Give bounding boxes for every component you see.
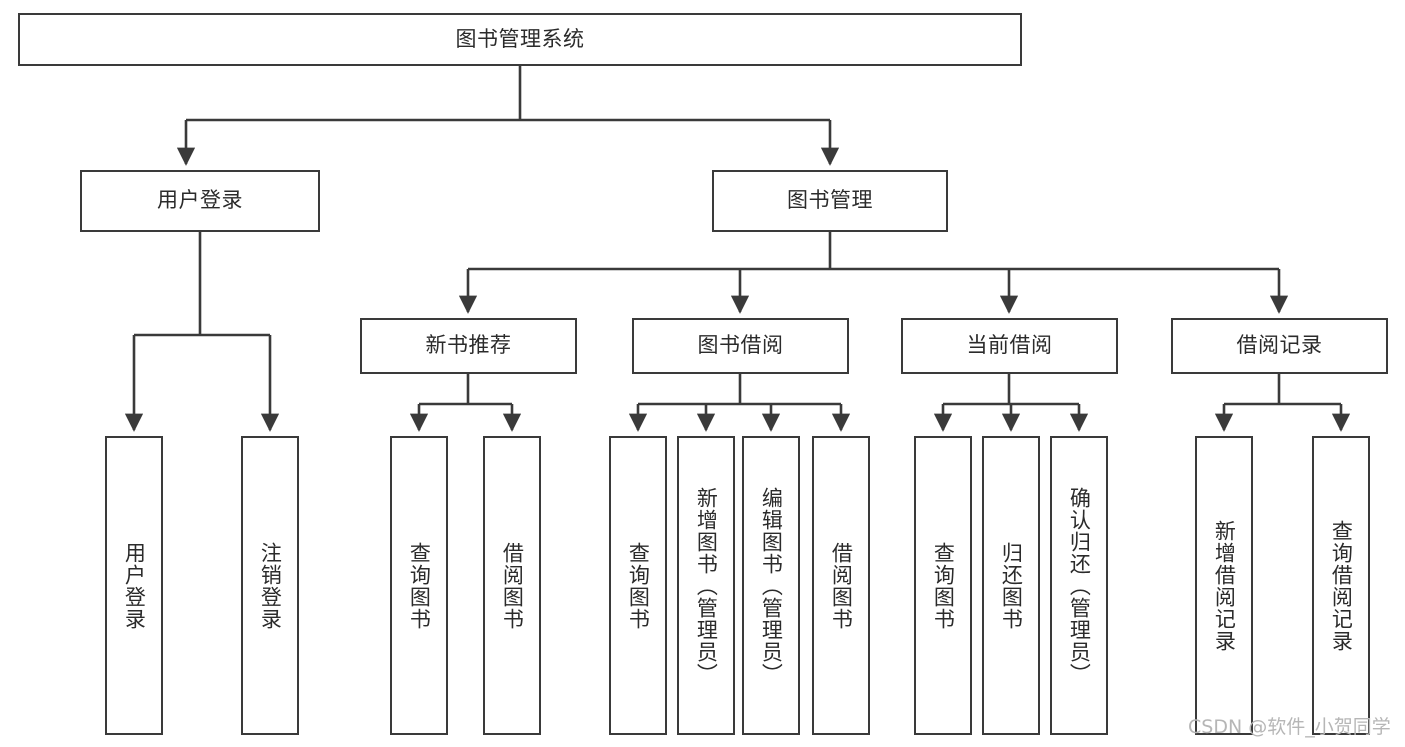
node-user-login-label: 用户登录 [157,188,243,213]
node-new-book-rec[interactable]: 新书推荐 [360,318,577,374]
node-book-borrow-label: 图书借阅 [697,333,784,358]
node-new-book-rec-label: 新书推荐 [425,333,512,358]
node-root[interactable]: 图书管理系统 [18,13,1022,66]
leaf-return-book-label: 归还图书 [999,541,1024,630]
leaf-confirm-return[interactable]: 确认归还（管理员） [1050,436,1108,735]
leaf-borrow-book-1-label: 借阅图书 [500,541,525,630]
watermark: CSDN @软件_小贺同学 [1188,716,1391,738]
node-borrow-record[interactable]: 借阅记录 [1171,318,1388,374]
node-current-borrow[interactable]: 当前借阅 [901,318,1118,374]
leaf-query-book-2[interactable]: 查询图书 [609,436,667,735]
leaf-add-record[interactable]: 新增借阅记录 [1195,436,1253,735]
leaf-query-record[interactable]: 查询借阅记录 [1312,436,1370,735]
leaf-add-record-label: 新增借阅记录 [1212,519,1237,652]
node-book-manage-label: 图书管理 [787,188,873,213]
leaf-borrow-book-1[interactable]: 借阅图书 [483,436,541,735]
leaf-query-book-1-label: 查询图书 [407,541,432,630]
leaf-borrow-book-2[interactable]: 借阅图书 [812,436,870,735]
node-current-borrow-label: 当前借阅 [966,333,1053,358]
leaf-user-login-label: 用户登录 [122,541,147,630]
leaf-query-book-3[interactable]: 查询图书 [914,436,972,735]
node-book-manage[interactable]: 图书管理 [712,170,948,232]
leaf-confirm-return-label: 确认归还（管理员） [1067,486,1092,685]
node-borrow-record-label: 借阅记录 [1236,333,1323,358]
node-user-login[interactable]: 用户登录 [80,170,320,232]
leaf-query-book-1[interactable]: 查询图书 [390,436,448,735]
leaf-borrow-book-2-label: 借阅图书 [829,541,854,630]
leaf-query-book-2-label: 查询图书 [626,541,651,630]
leaf-query-book-3-label: 查询图书 [931,541,956,630]
node-root-label: 图书管理系统 [455,26,585,51]
node-book-borrow[interactable]: 图书借阅 [632,318,849,374]
leaf-logout-login[interactable]: 注销登录 [241,436,299,735]
leaf-return-book[interactable]: 归还图书 [982,436,1040,735]
leaf-edit-book[interactable]: 编辑图书（管理员） [742,436,800,735]
leaf-add-book-label: 新增图书（管理员） [694,486,719,685]
leaf-edit-book-label: 编辑图书（管理员） [759,486,784,685]
leaf-query-record-label: 查询借阅记录 [1329,519,1354,652]
leaf-user-login[interactable]: 用户登录 [105,436,163,735]
leaf-logout-login-label: 注销登录 [258,541,283,630]
leaf-add-book[interactable]: 新增图书（管理员） [677,436,735,735]
